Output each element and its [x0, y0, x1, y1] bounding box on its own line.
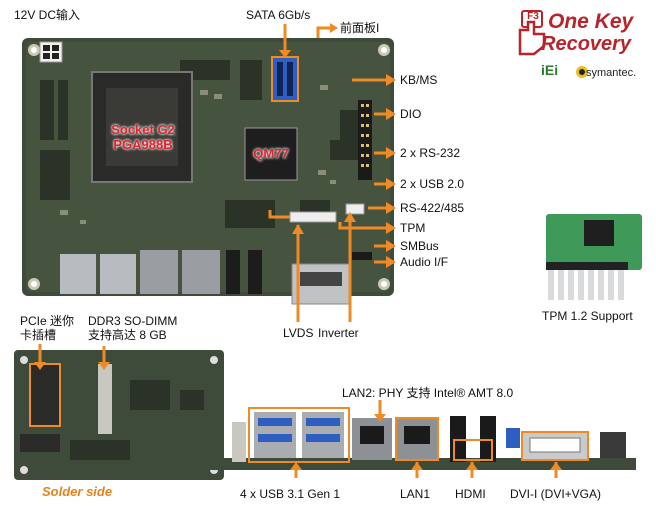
f3-key-label: F3 — [527, 11, 539, 22]
solder-arrows — [38, 344, 106, 362]
tpm-label: TPM — [400, 221, 426, 235]
sata-label: SATA 6Gb/s — [246, 8, 311, 22]
callout-arrows — [268, 24, 388, 322]
ddr3-label: DDR3 SO-DIMM 支持高达 8 GB — [88, 314, 177, 342]
usb31-label: 4 x USB 3.1 Gen 1 — [240, 487, 341, 501]
rs422-label: RS-422/485 — [400, 201, 465, 215]
lan1-label: LAN1 — [400, 487, 431, 501]
dvi-label: DVI-I (DVI+VGA) — [510, 487, 602, 501]
solder-side-label: Solder side — [42, 484, 113, 499]
ddr3-line1: DDR3 SO-DIMM — [88, 314, 178, 328]
rs232-label: 2 x RS-232 — [400, 146, 461, 160]
tpm-module — [546, 214, 642, 300]
socket-line2: PGA988B — [113, 137, 173, 152]
socket-label: Socket G2 PGA988B — [98, 122, 188, 152]
symantec-logo: symantec. — [586, 67, 637, 79]
pcie-line2: 卡插槽 — [20, 328, 57, 342]
power-input-label: 12V DC输入 — [14, 8, 81, 22]
hdmi-label: HDMI — [455, 487, 486, 501]
audio-label: Audio I/F — [400, 255, 449, 269]
inverter-label: Inverter — [318, 326, 359, 340]
lvds-label: LVDS — [283, 326, 314, 340]
socket-line1: Socket G2 — [111, 122, 175, 137]
pcie-label: PCIe 迷你 卡插槽 — [20, 314, 74, 342]
ddr3-line2: 支持高达 8 GB — [88, 328, 167, 342]
kbms-label: KB/MS — [400, 73, 438, 87]
front-panel-label: 前面板I — [340, 21, 380, 35]
recovery-logo — [518, 10, 588, 78]
logo-line1: One Key — [548, 10, 634, 33]
dio-label: DIO — [400, 107, 422, 121]
tpm-support-caption: TPM 1.2 Support — [542, 309, 633, 323]
main-board — [22, 38, 394, 305]
io-panel-board — [208, 407, 636, 470]
solder-side-board — [14, 350, 224, 480]
iei-logo: iEi — [541, 62, 559, 78]
arrow-heads — [279, 23, 396, 268]
lan2-label: LAN2: PHY 支持 Intel® AMT 8.0 — [342, 386, 514, 400]
usb2-label: 2 x USB 2.0 — [400, 177, 465, 191]
chipset-label: QM77 — [253, 146, 289, 161]
smbus-label: SMBus — [400, 239, 439, 253]
logo-line2: Recovery — [541, 33, 632, 55]
pcie-line1: PCIe 迷你 — [20, 314, 75, 328]
